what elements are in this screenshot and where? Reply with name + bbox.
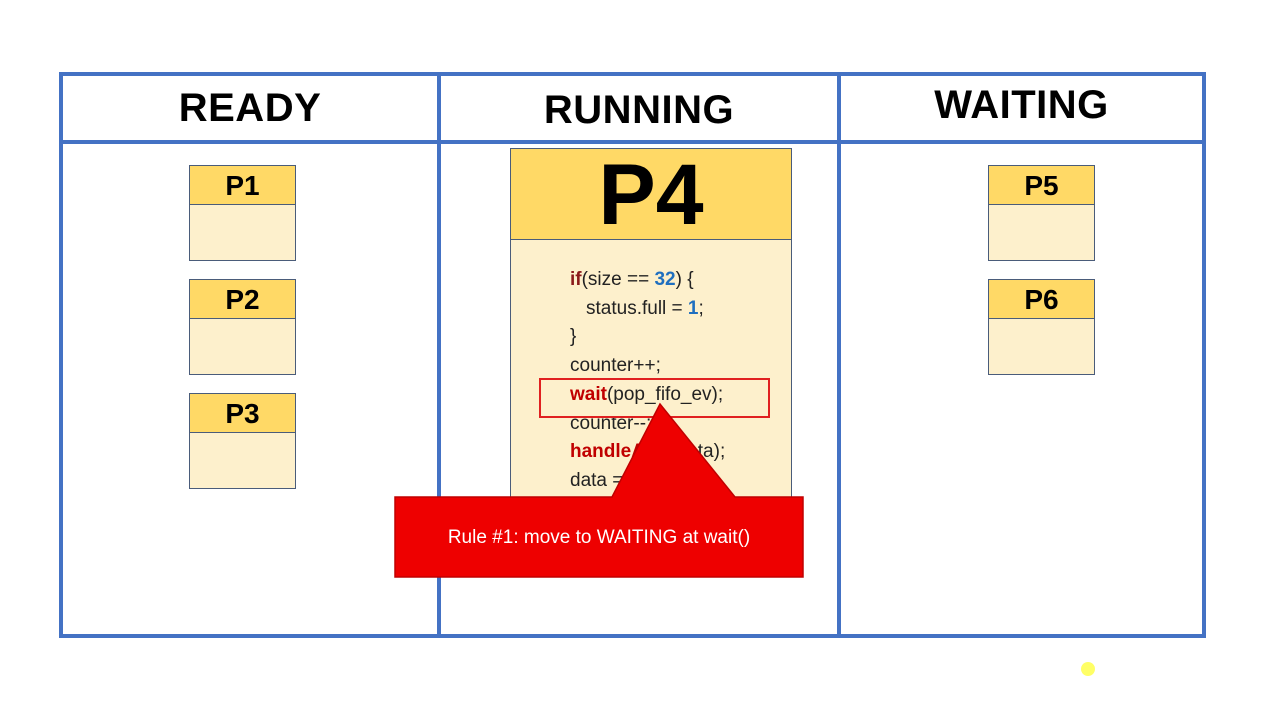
code-keyword: wait (570, 384, 607, 405)
running-process-block: P4 if(size == 32) { status.full = 1; } c… (510, 148, 792, 498)
state-table-frame (59, 72, 1206, 638)
pointer-dot (1081, 662, 1095, 676)
running-process-label: P4 (511, 149, 791, 241)
callout-text: Rule #1: move to WAITING at wait() (447, 527, 751, 548)
column-divider-1 (437, 72, 441, 638)
code-text: ) { (675, 269, 694, 290)
header-divider (59, 140, 1206, 144)
process-label: P6 (989, 280, 1094, 319)
code-text: (data); (670, 441, 726, 462)
code-line-8: data = null; (570, 470, 664, 491)
process-block-p5: P5 (988, 165, 1095, 261)
process-label: P5 (989, 166, 1094, 205)
process-block-p2: P2 (189, 279, 296, 375)
process-block-p3: P3 (189, 393, 296, 489)
process-label: P3 (190, 394, 295, 433)
code-line-4: counter++; (570, 355, 661, 376)
process-block-p1: P1 (189, 165, 296, 261)
process-label: P1 (190, 166, 295, 205)
code-number: 1 (687, 298, 699, 319)
code-text: status.full = (586, 298, 688, 319)
code-text: ; (698, 298, 704, 319)
code-number: 32 (654, 269, 676, 290)
code-line-7: handleAES(data); (570, 441, 725, 463)
code-line-5: wait(pop_fifo_ev); (570, 384, 723, 406)
code-line-2: status.full = 1; (586, 298, 704, 320)
process-block-p6: P6 (988, 279, 1095, 375)
running-column-header: RUNNING (543, 88, 735, 132)
wait-highlight-box (539, 378, 770, 418)
code-keyword: handleAES (570, 441, 671, 462)
process-label: P2 (190, 280, 295, 319)
waiting-column-header: WAITING (934, 83, 1109, 127)
ready-column-header: READY (178, 86, 322, 130)
code-keyword: if (570, 269, 582, 290)
code-text: (pop_fifo_ev); (606, 384, 724, 405)
code-line-3: } (570, 326, 577, 347)
column-divider-2 (837, 72, 841, 638)
code-line-1: if(size == 32) { (570, 269, 694, 291)
code-text: (size == (581, 269, 655, 290)
